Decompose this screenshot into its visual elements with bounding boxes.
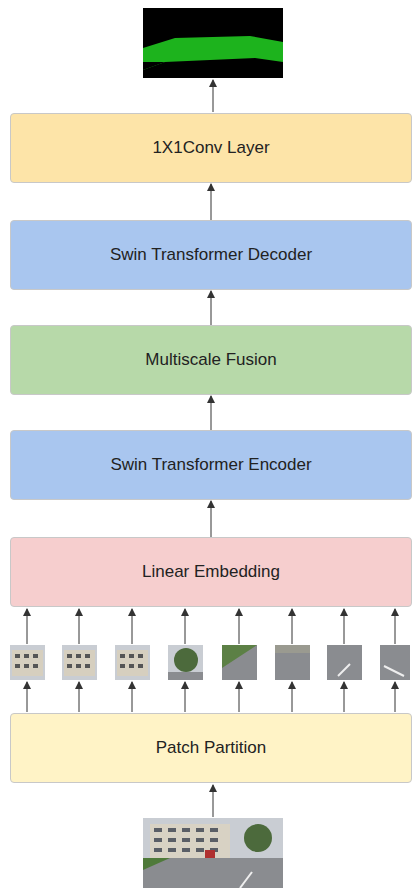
input-image xyxy=(143,818,283,888)
box-label: Multiscale Fusion xyxy=(145,350,276,370)
input-arrow xyxy=(213,785,214,817)
partition-box: Patch Partition xyxy=(10,713,412,783)
box-label: 1X1Conv Layer xyxy=(152,138,269,158)
embedding-box: Linear Embedding xyxy=(10,537,412,607)
flow-arrow xyxy=(211,291,212,325)
flow-arrow xyxy=(211,396,212,430)
patch-arrows xyxy=(27,609,395,712)
segmentation-output xyxy=(143,8,283,78)
box-label: Linear Embedding xyxy=(142,562,280,582)
box-label: Patch Partition xyxy=(156,738,267,758)
box-label: Swin Transformer Decoder xyxy=(110,245,312,265)
box-label: Swin Transformer Encoder xyxy=(110,455,311,475)
flow-arrow xyxy=(211,501,212,537)
conv-layer-box: 1X1Conv Layer xyxy=(10,113,412,183)
decoder-box: Swin Transformer Decoder xyxy=(10,220,412,290)
flow-arrow xyxy=(211,184,212,220)
encoder-box: Swin Transformer Encoder xyxy=(10,430,412,500)
image-patches xyxy=(10,645,410,680)
fusion-box: Multiscale Fusion xyxy=(10,325,412,395)
output-arrow xyxy=(213,80,214,112)
